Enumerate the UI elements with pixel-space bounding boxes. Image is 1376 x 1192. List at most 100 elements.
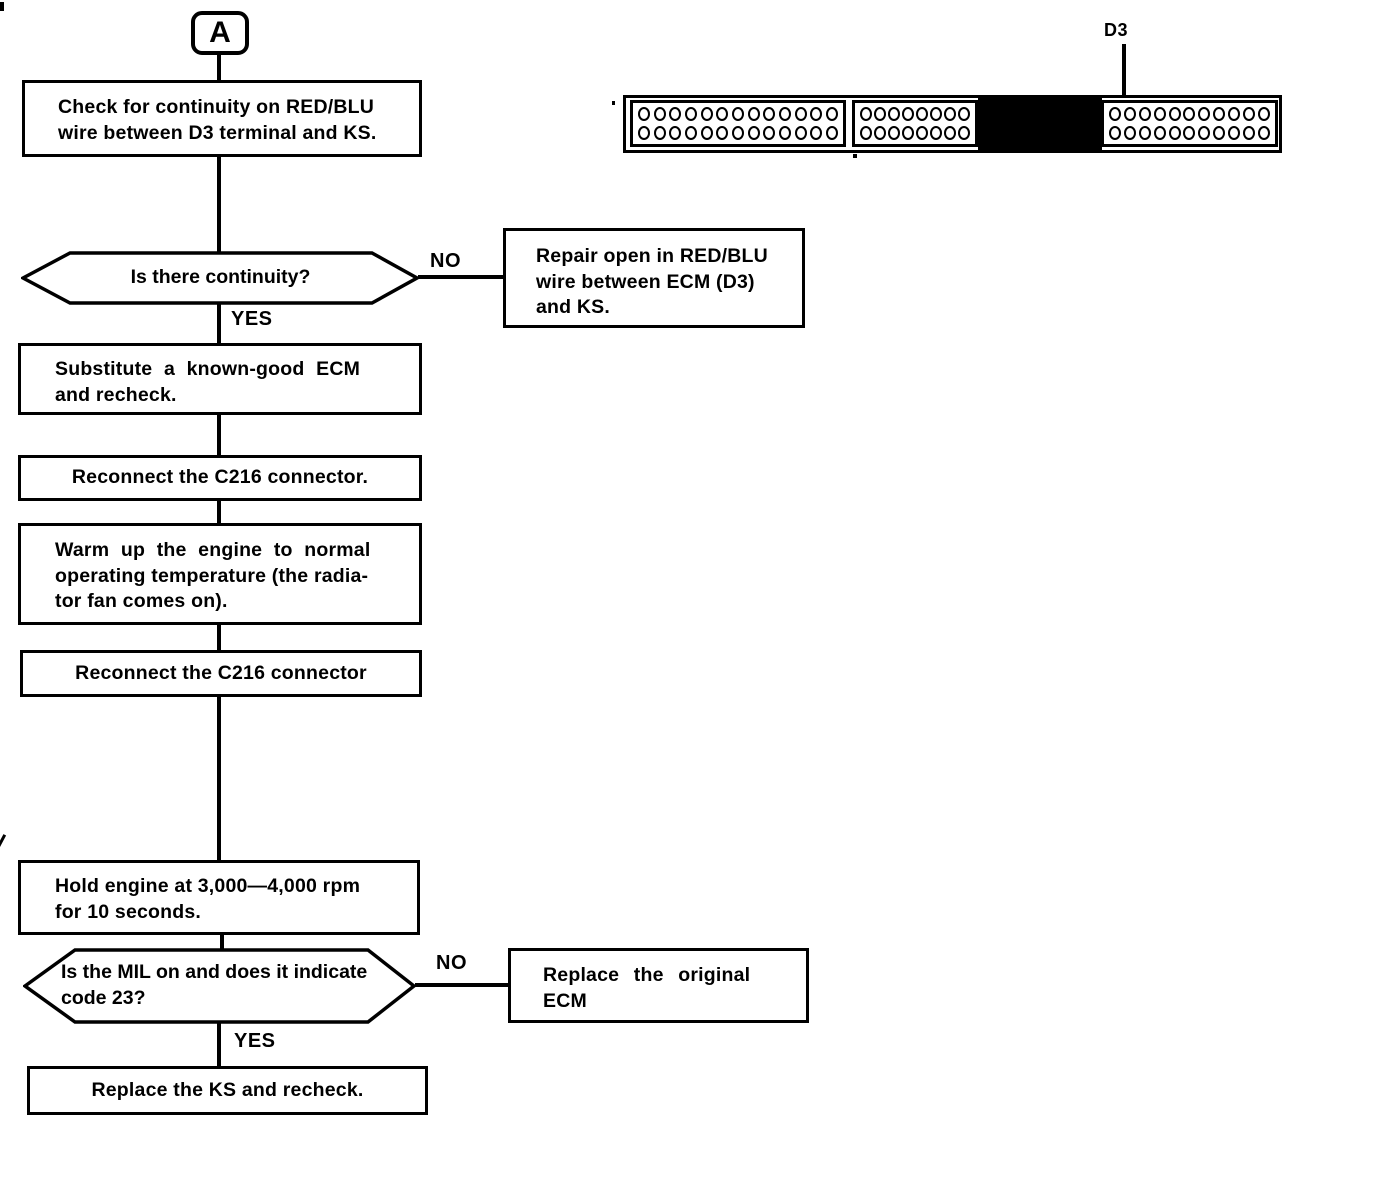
terminal-pin [1138,107,1151,122]
step-warm-up-engine: Warm up the engine to normal operating t… [18,523,422,625]
terminal-pin [825,125,838,140]
terminal-pin [1257,125,1270,140]
step-text: Replace the original [543,964,751,986]
decision-shape [21,251,420,305]
step-text: Warm up the engine to normal [55,539,371,561]
step-text: wire between D3 terminal and KS. [58,121,377,144]
terminal-pin [778,107,791,122]
terminal-pin [916,125,928,140]
step-check-continuity: Check for continuity on RED/BLU wire bet… [22,80,422,157]
decision-question: Is the MIL on and does it indicate code … [23,948,416,1024]
terminal-pin [1183,125,1196,140]
terminal-pin [916,107,928,122]
step-text: Repair open in RED/BLU [536,245,768,267]
flow-line-warmup-to-reconnect2 [217,624,221,651]
terminal-pin [874,125,886,140]
flow-line-reconnect-to-warmup [217,500,221,524]
flow-line-reconnect2-to-hold [217,696,221,861]
step-text: and recheck. [55,383,177,406]
terminal-pin [958,107,970,122]
step-hold-engine-rpm: Hold engine at 3,000—4,000 rpm for 10 se… [18,860,420,935]
decision-question: Is there continuity? [130,266,311,289]
terminal-pin [1138,125,1151,140]
branch-label-no-1: NO [430,250,461,272]
terminal-pin [1257,107,1270,122]
pin-row [633,107,843,122]
entry-terminal-label: A [209,16,231,49]
step-reconnect-c216-1: Reconnect the C216 connector. [18,455,422,501]
step-repair-open-wire: Repair open in RED/BLU wire between ECM … [503,228,805,328]
decision-shape [23,948,416,1024]
step-replace-original-ecm: Replace the original ECM [508,948,809,1023]
connector-blank-section [978,98,1102,150]
flow-line-yes-to-substitute [217,303,221,344]
terminal-pin [763,125,776,140]
pin-row [1104,107,1275,122]
terminal-pin [700,107,713,122]
terminal-pin [810,107,823,122]
terminal-pin [958,125,970,140]
terminal-pin [888,107,900,122]
terminal-pin [1109,125,1121,140]
decision-question-line: Is the MIL on and does it indicate [61,961,368,983]
terminal-pin [1123,125,1136,140]
terminal-pin [810,125,823,140]
flow-line-check-to-decision [217,156,221,252]
step-text: Reconnect the C216 connector [75,661,367,684]
terminal-pin [902,125,914,140]
step-reconnect-c216-2: Reconnect the C216 connector [20,650,422,697]
terminal-d3-pointer-line [1122,44,1126,118]
pin-row [855,125,975,140]
branch-label-yes-1: YES [231,308,273,330]
terminal-pin [700,125,713,140]
terminal-pin [888,125,900,140]
terminal-pin [825,107,838,122]
terminal-pin [1213,125,1226,140]
terminal-pin [930,107,942,122]
terminal-pin [684,125,697,140]
step-text: wire between ECM (D3) [536,270,755,293]
flow-line-no-to-repair [418,275,504,279]
connector-block-3 [1101,100,1278,147]
step-text: tor fan comes on). [55,590,228,612]
step-text: Substitute a known-good ECM [55,358,361,380]
terminal-pin [944,125,956,140]
terminal-pin [930,125,942,140]
terminal-pin [1183,107,1196,122]
step-text: Hold engine at 3,000—4,000 rpm [55,875,361,897]
terminal-pin [653,125,666,140]
terminal-pin [716,125,729,140]
terminal-pin [1109,107,1121,122]
terminal-pin [1198,107,1211,122]
step-replace-ks: Replace the KS and recheck. [27,1066,428,1115]
flow-line-no-to-replace-ecm [415,983,511,987]
terminal-pin [860,125,872,140]
terminal-pin [638,125,650,140]
terminal-pin [794,125,807,140]
terminal-pin [1228,107,1241,122]
terminal-pin [1153,125,1166,140]
step-text: Check for continuity on RED/BLU [58,96,375,118]
terminal-pin [638,107,650,122]
connector-block-1 [630,100,846,147]
step-text: for 10 seconds. [55,900,202,923]
terminal-pin [1243,125,1256,140]
terminal-pin [669,125,682,140]
step-text: operating temperature (the radia- [55,564,369,587]
step-text: Reconnect the C216 connector. [71,466,369,489]
terminal-pin [731,107,744,122]
scan-artifact [0,2,4,11]
branch-label-yes-2: YES [234,1030,276,1052]
connector-block-2 [852,100,978,147]
flow-line-a-to-check [217,54,221,82]
scan-artifact [853,154,857,158]
step-text: and KS. [536,296,610,318]
terminal-pin [874,107,886,122]
terminal-pin [653,107,666,122]
terminal-pin [778,125,791,140]
terminal-pin [1213,107,1226,122]
terminal-pin [669,107,682,122]
flow-line-hold-to-decision2 [220,934,224,950]
terminal-pin [763,107,776,122]
